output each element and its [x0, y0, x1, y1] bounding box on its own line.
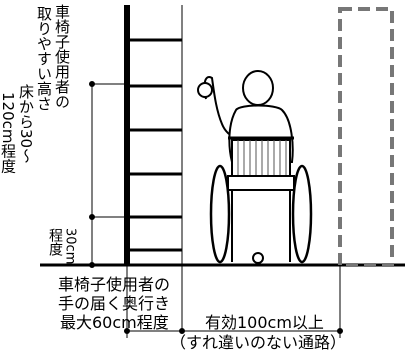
reach-label-line1: 車椅子使用者の: [58, 275, 170, 294]
width-dimension: [124, 265, 343, 338]
shelf-unit: [124, 5, 183, 330]
height-label-line4: 120cm程度: [0, 92, 17, 174]
low-height-label-line1: 30cm: [63, 228, 78, 264]
low-height-label-group: 30cm 程度: [47, 228, 78, 264]
height-dimension: [89, 81, 127, 268]
height-label-group: 車椅子使用者の 取りやすい高さ 床から30～ 120cm程度: [0, 4, 71, 174]
height-label-line3: 床から30～: [17, 84, 35, 163]
reach-label-group: 車椅子使用者の 手の届く奥行き 最大60cm程度: [58, 275, 170, 332]
reach-label-line2: 手の届く奥行き: [58, 294, 170, 313]
height-label-line1: 車椅子使用者の: [53, 4, 71, 109]
low-height-label-line2: 程度: [47, 228, 63, 256]
reach-label-line3: 最大60cm程度: [60, 313, 169, 332]
height-label-line2: 取りやすい高さ: [35, 6, 53, 111]
wheelchair-user-figure: [197, 70, 313, 264]
shelf-boards: [127, 38, 182, 252]
width-label: 有効100cm以上: [205, 313, 324, 332]
width-note: （すれ違いのない通路）: [170, 333, 346, 352]
opposite-wall: [338, 7, 394, 267]
